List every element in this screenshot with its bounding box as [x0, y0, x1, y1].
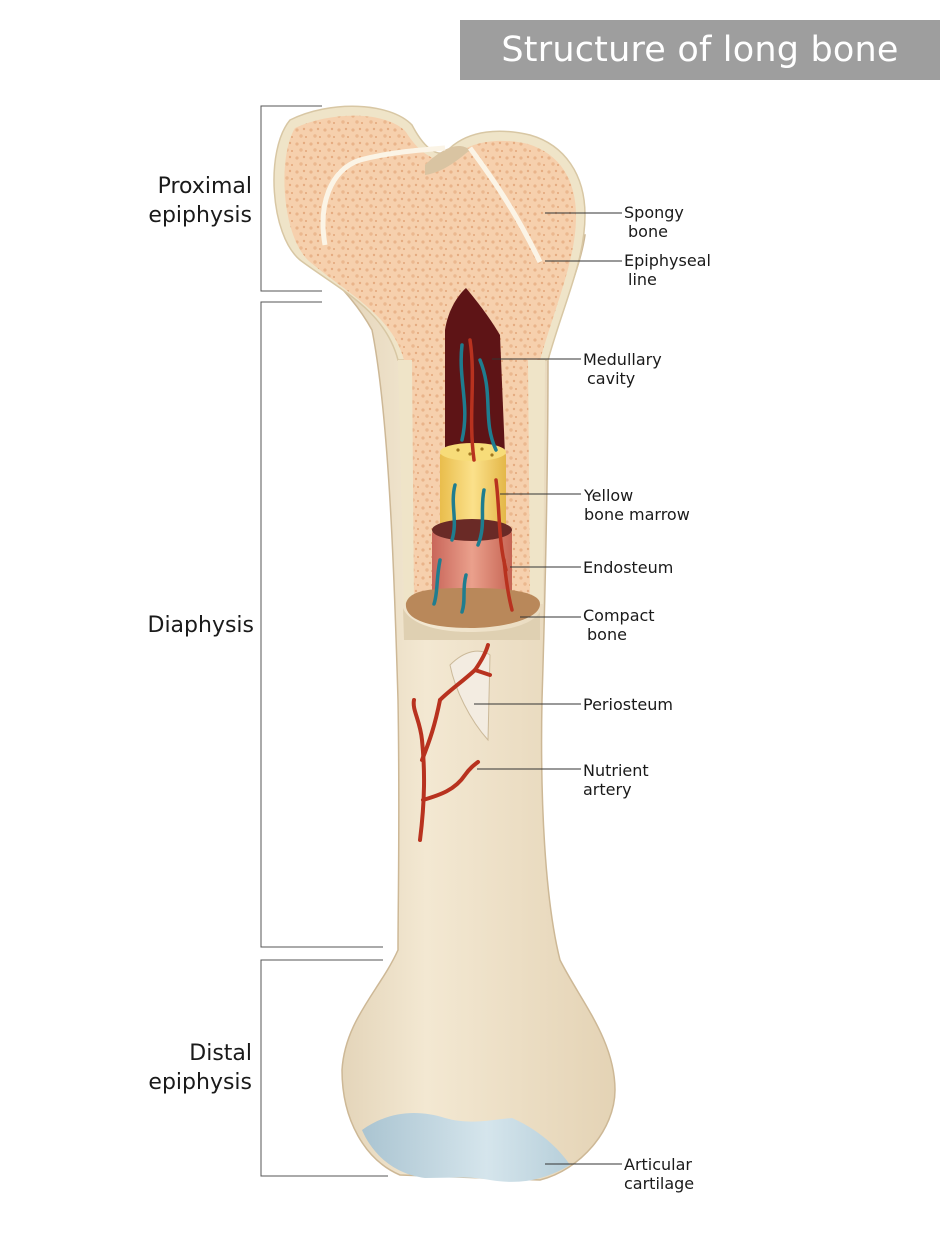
medullary-cavity-line2: cavity — [587, 369, 636, 388]
title-banner: Structure of long bone — [460, 20, 940, 80]
compact-bone-ring — [405, 588, 540, 628]
yellow-bone-marrow-line2: bone marrow — [584, 505, 690, 524]
compact-bone-line1: Compact — [583, 606, 655, 625]
yellow-bone-marrow-label: Yellow bone marrow — [584, 486, 690, 524]
endosteum-line1: Endosteum — [583, 558, 674, 577]
head-notch — [425, 145, 470, 175]
spongy-bone-label: Spongy bone — [624, 203, 684, 241]
yellow-bone-marrow — [440, 450, 506, 535]
spongy-bone-area — [284, 115, 576, 360]
marrow-pores — [456, 447, 494, 457]
articular-cartilage-line2: cartilage — [624, 1174, 695, 1193]
medullary-cavity-line1: Medullary — [583, 350, 662, 369]
epiphyseal-line — [320, 145, 543, 264]
epiphyseal-line-line2: line — [628, 270, 657, 289]
endosteum — [432, 528, 512, 608]
articular-cartilage-line1: Articular — [624, 1155, 693, 1174]
region-brackets — [260, 105, 388, 1177]
periosteum-label: Periosteum — [583, 695, 673, 714]
diaphysis-label: Diaphysis — [120, 611, 255, 640]
periosteum-line1: Periosteum — [583, 695, 673, 714]
distal-bracket — [260, 959, 388, 1177]
proximal-label-line2: epiphysis — [148, 203, 252, 228]
compact-wall-left — [398, 360, 414, 604]
marrow-vessels — [432, 338, 514, 614]
distal-label-line2: epiphysis — [148, 1070, 252, 1095]
diaphysis-bracket — [260, 301, 383, 948]
nutrient-artery-line1: Nutrient — [583, 761, 649, 780]
leader-lines — [474, 212, 622, 1165]
proximal-label-line1: Proximal — [157, 174, 252, 199]
diaphysis-label-text: Diaphysis — [147, 613, 255, 638]
epiphyseal-line-line1: Epiphyseal — [624, 251, 711, 270]
compact-bone-line2: bone — [587, 625, 627, 644]
proximal-bracket — [260, 105, 322, 292]
compact-bone-edge — [403, 608, 540, 640]
nutrient-artery-line2: artery — [583, 780, 632, 799]
yellow-bone-marrow-line1: Yellow — [584, 486, 634, 505]
endosteum-label: Endosteum — [583, 558, 673, 577]
spongy-bone-line2: bone — [628, 222, 668, 241]
medullary-cavity-label: Medullary cavity — [583, 350, 662, 388]
compact-wall-right — [528, 360, 545, 604]
epiphyseal-line-label: Epiphyseal line — [624, 251, 711, 289]
nutrient-artery — [411, 643, 492, 842]
distal-label-line1: Distal — [189, 1041, 252, 1066]
diagram-title: Structure of long bone — [501, 30, 899, 70]
articular-cartilage — [362, 1113, 570, 1182]
compact-bone-label: Compact bone — [583, 606, 655, 644]
nutrient-artery-label: Nutrient artery — [583, 761, 649, 799]
proximal-epiphysis-label: Proximal epiphysis — [120, 172, 252, 230]
spongy-bone-line1: Spongy — [624, 203, 684, 222]
distal-epiphysis-label: Distal epiphysis — [120, 1039, 252, 1097]
articular-cartilage-label: Articular cartilage — [624, 1155, 694, 1193]
